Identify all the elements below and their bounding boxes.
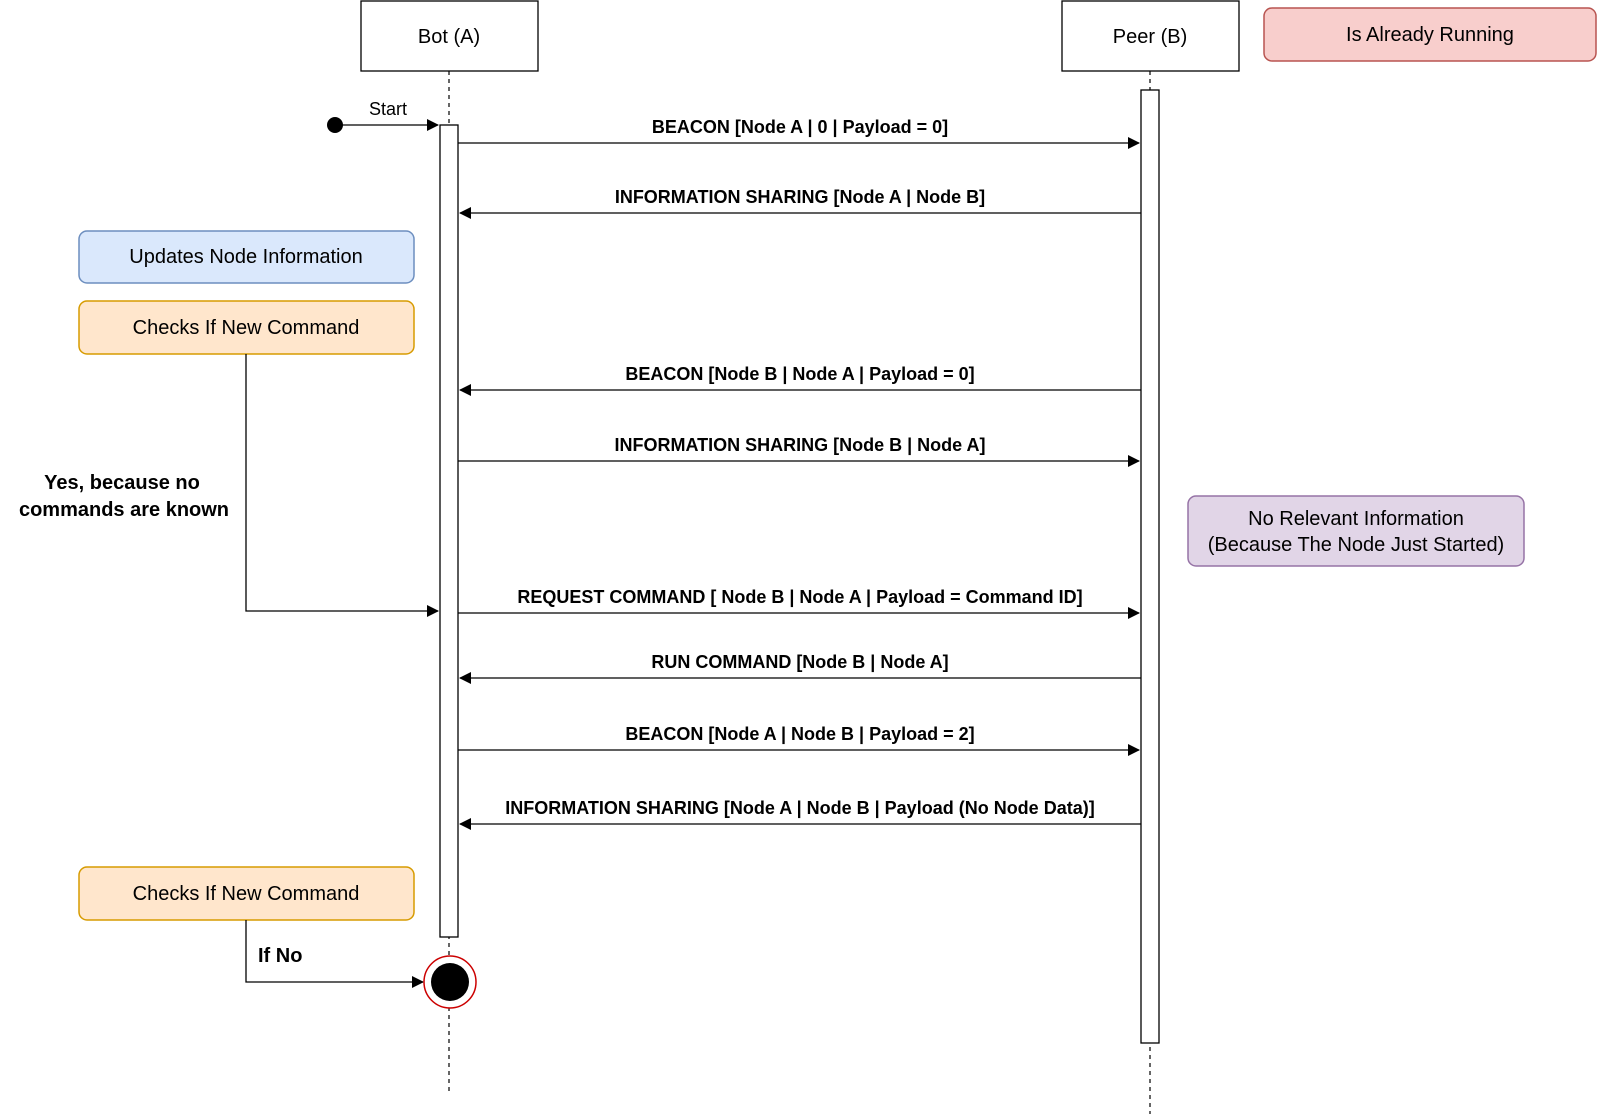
message-4: INFORMATION SHARING [Node B | Node A]: [458, 435, 1140, 467]
note-already-running-text: Is Already Running: [1346, 24, 1514, 46]
message-7-label: BEACON [Node A | Node B | Payload = 2]: [625, 724, 974, 744]
bot-label: Bot (A): [418, 26, 480, 48]
message-7: BEACON [Node A | Node B | Payload = 2]: [458, 724, 1140, 756]
end-node: [423, 955, 477, 1009]
message-5-label: REQUEST COMMAND [ Node B | Node A | Payl…: [517, 587, 1082, 607]
bot-lifeline-header: Bot (A): [360, 0, 539, 72]
note-updates-info-text: Updates Node Information: [129, 246, 362, 268]
if-no-connector: [245, 920, 424, 988]
message-4-label: INFORMATION SHARING [Node B | Node A]: [614, 435, 985, 455]
message-6-label: RUN COMMAND [Node B | Node A]: [651, 652, 948, 672]
note-checks-command-2-text: Checks If New Command: [133, 883, 360, 905]
message-1: BEACON [Node A | 0 | Payload = 0]: [458, 117, 1140, 149]
note-already-running: Is Already Running: [1263, 7, 1597, 62]
peer-label: Peer (B): [1113, 26, 1187, 48]
note-updates-info: Updates Node Information: [78, 230, 415, 284]
message-2-label: INFORMATION SHARING [Node A | Node B]: [615, 187, 985, 207]
message-2: INFORMATION SHARING [Node A | Node B]: [459, 187, 1141, 219]
message-5: REQUEST COMMAND [ Node B | Node A | Payl…: [458, 587, 1140, 619]
note-checks-command-2: Checks If New Command: [78, 866, 415, 921]
note-checks-command-1: Checks If New Command: [78, 300, 415, 355]
message-3: BEACON [Node B | Node A | Payload = 0]: [459, 364, 1141, 396]
yes-label-line2: commands are known: [19, 499, 229, 521]
bot-activation-bar: [439, 124, 459, 938]
message-1-label: BEACON [Node A | 0 | Payload = 0]: [652, 117, 948, 137]
yes-label-line1: Yes, because no: [44, 472, 200, 494]
yes-connector: [245, 354, 439, 617]
peer-activation-bar: [1140, 89, 1160, 1044]
message-6: RUN COMMAND [Node B | Node A]: [459, 652, 1141, 684]
note-no-relevant-line1: No Relevant Information: [1248, 508, 1464, 530]
peer-lifeline-header: Peer (B): [1061, 0, 1240, 72]
message-8-label: INFORMATION SHARING [Node A | Node B | P…: [505, 798, 1094, 818]
if-no-label: If No: [258, 945, 302, 967]
note-no-relevant-line2: (Because The Node Just Started): [1208, 534, 1504, 556]
note-no-relevant-info: No Relevant Information (Because The Nod…: [1187, 495, 1525, 567]
message-3-label: BEACON [Node B | Node A | Payload = 0]: [625, 364, 974, 384]
note-checks-command-1-text: Checks If New Command: [133, 317, 360, 339]
message-8: INFORMATION SHARING [Node A | Node B | P…: [459, 798, 1141, 830]
start-label: Start: [369, 99, 407, 119]
